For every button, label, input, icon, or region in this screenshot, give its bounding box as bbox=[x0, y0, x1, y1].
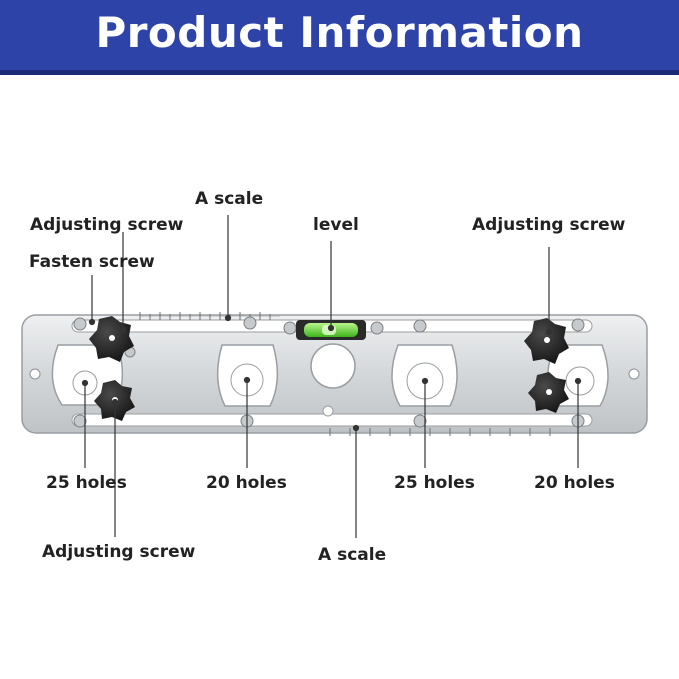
fasten-screws bbox=[73, 316, 585, 428]
label-25-holes-left: 25 holes bbox=[46, 473, 127, 493]
adjusting-knob-bottom-right bbox=[528, 372, 569, 413]
center-hole bbox=[310, 343, 356, 417]
hole-guide-2 bbox=[216, 344, 279, 407]
label-20-holes-left: 20 holes bbox=[206, 473, 287, 493]
label-adjusting-screw-top-right: Adjusting screw bbox=[472, 215, 626, 235]
bottom-slot bbox=[71, 413, 593, 427]
label-25-holes-right: 25 holes bbox=[394, 473, 475, 493]
label-fasten-screw: Fasten screw bbox=[29, 252, 155, 272]
label-level: level bbox=[313, 215, 359, 235]
callout-lines bbox=[81, 215, 582, 538]
page-title: Product Information bbox=[95, 8, 584, 57]
header-banner: Product Information bbox=[0, 0, 679, 75]
label-adjusting-screw-bottom: Adjusting screw bbox=[42, 542, 196, 562]
label-a-scale-bottom: A scale bbox=[318, 545, 387, 565]
label-a-scale-top: A scale bbox=[195, 189, 264, 209]
adjusting-knob-top-right bbox=[524, 318, 569, 364]
label-20-holes-right: 20 holes bbox=[534, 473, 615, 493]
label-adjusting-screw-top-left: Adjusting screw bbox=[30, 215, 184, 235]
bottom-scale bbox=[329, 428, 551, 436]
